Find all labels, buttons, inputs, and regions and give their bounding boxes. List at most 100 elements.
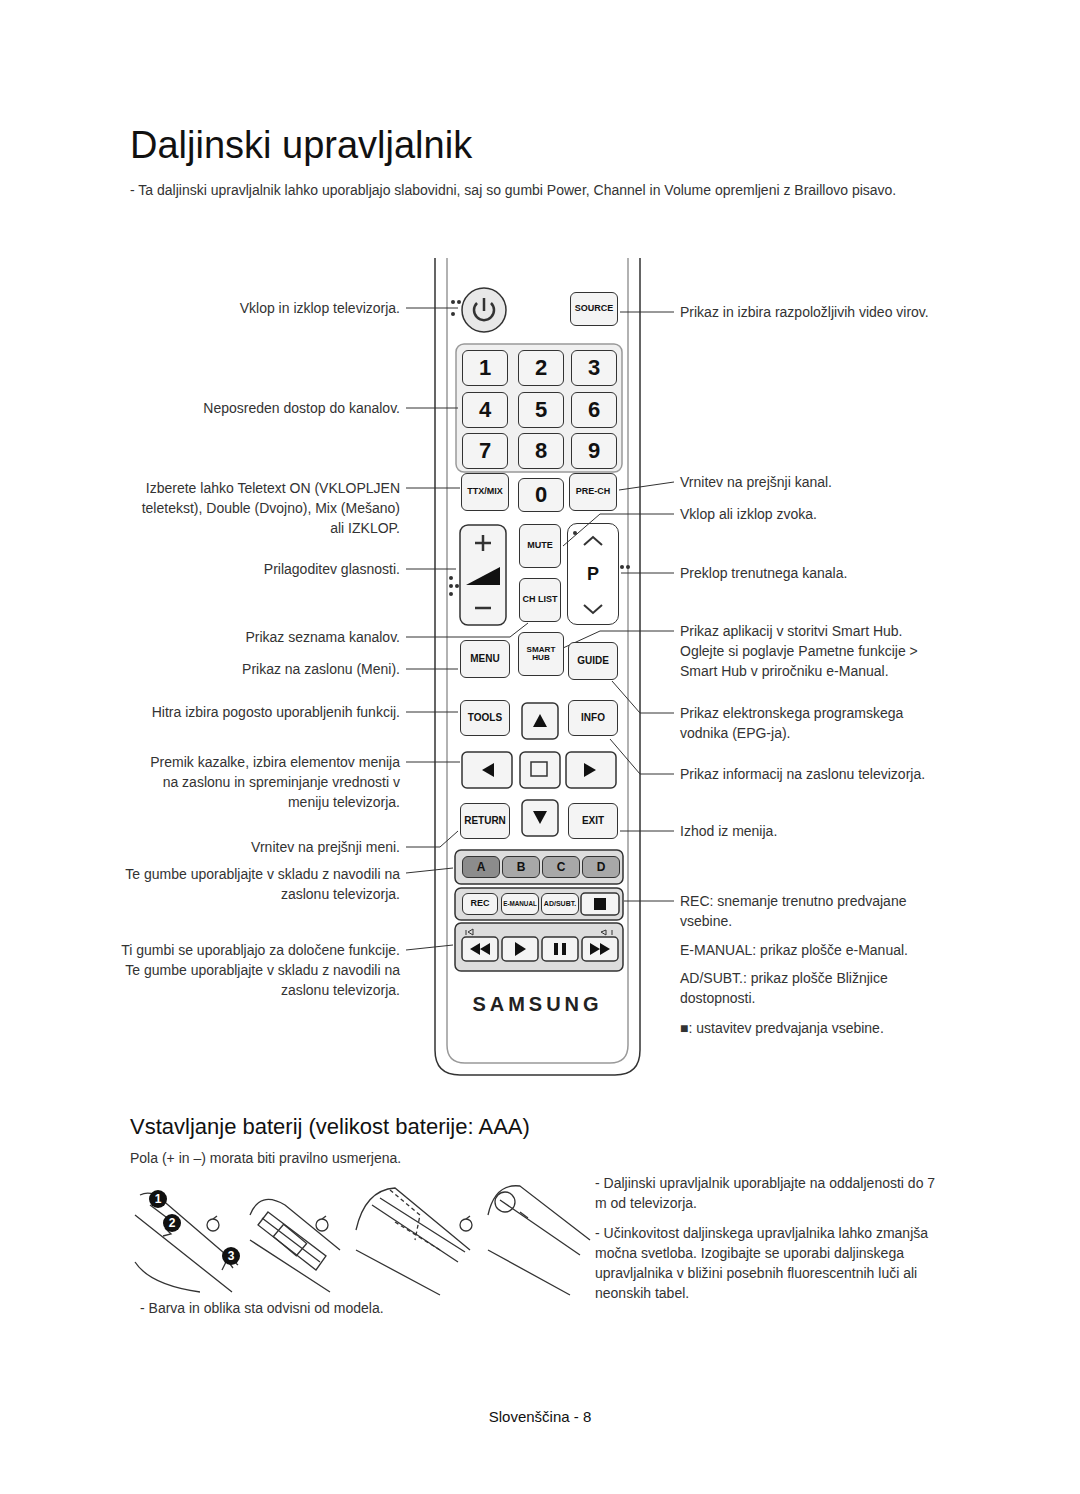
button-label: INFO (581, 713, 605, 724)
button-label: 1 (479, 356, 491, 379)
callout-text: AD/SUBT.: prikaz plošče Bližnjice dostop… (680, 968, 910, 1008)
button-label: AD/SUBT. (544, 900, 576, 907)
callout-text: Preklop trenutnega kanala. (680, 563, 960, 583)
remote-button: 7 (462, 433, 508, 469)
callout-number: 2 (163, 1214, 181, 1232)
callout-text: Te gumbe uporabljajte v skladu z navodil… (120, 864, 400, 904)
button-label: D (597, 861, 606, 874)
button-label: RETURN (464, 816, 506, 827)
button-label: E-MANUAL (503, 901, 537, 908)
button-label: MUTE (527, 541, 553, 550)
leader-lines (406, 308, 674, 950)
remote-button: AD/SUBT. (541, 893, 579, 915)
button-label: 6 (588, 398, 600, 421)
remote-button: 8 (518, 433, 564, 469)
button-label: P (587, 565, 599, 584)
remote-button: D (582, 856, 620, 878)
button-label: C (557, 861, 566, 874)
button-label: A (477, 861, 486, 874)
callout-text: Prikaz elektronskega programskega vodnik… (680, 703, 940, 743)
callout-text: Premik kazalke, izbira elementov menija … (135, 752, 400, 812)
battery-steps (135, 1186, 590, 1295)
remote-button: TOOLS (460, 700, 510, 736)
remote-button: GUIDE (568, 642, 618, 680)
page-title: Daljinski upravljalnik (130, 122, 472, 168)
remote-button: 5 (518, 392, 564, 428)
callout-text: Vklop in izklop televizorja. (135, 298, 400, 318)
remote-button: RETURN (460, 803, 510, 839)
callout-text: Hitra izbira pogosto uporabljenih funkci… (110, 702, 400, 722)
button-label: 4 (479, 398, 491, 421)
callout-text: Prikaz aplikacij v storitvi Smart Hub. O… (680, 621, 945, 681)
remote-button: PRE-CH (569, 473, 617, 511)
callout-text: REC: snemanje trenutno predvajane vsebin… (680, 891, 930, 931)
callout-text: Prikaz in izbira razpoložljivih video vi… (680, 302, 960, 322)
remote-button: EXIT (568, 803, 618, 839)
button-label: CH LIST (523, 595, 558, 604)
callout-text: Neposreden dostop do kanalov. (135, 398, 400, 418)
callout-text: Prilagoditev glasnosti. (135, 559, 400, 579)
callout-text: Prikaz informacij na zaslonu televizorja… (680, 764, 960, 784)
remote-control: SAMSUNG SOURCE 1 2 3 4 5 6 7 8 9TTX/MIX 0 PRE-CH MUTE… (435, 258, 640, 1075)
button-label: 8 (535, 439, 547, 462)
remote-button: A (462, 856, 500, 878)
callout-text: - Učinkovitost daljinskega upravljalnika… (595, 1223, 945, 1303)
button-label: PRE-CH (576, 487, 611, 496)
remote-button: MUTE (519, 524, 561, 568)
callout-text: ■: ustavitev predvajanja vsebine. (680, 1018, 960, 1038)
callout-text: Izhod iz menija. (680, 821, 960, 841)
callout-text: Prikaz na zaslonu (Meni). (135, 659, 400, 679)
callout-text: Slovenščina - 8 (440, 1407, 640, 1427)
button-label: 7 (479, 439, 491, 462)
remote-button: SOURCE (570, 292, 618, 326)
callout-text: - Daljinski upravljalnik uporabljajte na… (595, 1173, 945, 1213)
callout-number: 1 (149, 1190, 167, 1208)
button-label: SOURCE (575, 304, 614, 313)
callout-text: Vrnitev na prejšnji kanal. (680, 472, 960, 492)
remote-button: MENU (460, 640, 510, 678)
button-label: REC (470, 899, 489, 908)
button-label: 9 (588, 439, 600, 462)
callout-text: - Ta daljinski upravljalnik lahko uporab… (130, 180, 970, 200)
button-label: B (517, 861, 526, 874)
remote-button: C (542, 856, 580, 878)
callout-text: Pola (+ in –) morata biti pravilno usmer… (130, 1148, 580, 1168)
button-label: 0 (535, 483, 547, 506)
callout-text: Vstavljanje baterij (velikost baterije: … (130, 1113, 730, 1141)
remote-button: 0 (518, 478, 564, 512)
remote-button: 9 (571, 433, 617, 469)
remote-button: P (567, 523, 619, 625)
remote-button: 1 (462, 350, 508, 386)
button-label: 5 (535, 398, 547, 421)
remote-button: SMART HUB (518, 632, 564, 676)
remote-inner-edge (447, 258, 628, 1063)
button-label: MENU (470, 654, 499, 665)
button-label: TTX/MIX (467, 487, 503, 496)
remote-button: TTX/MIX (461, 473, 509, 511)
callout-text: Prikaz seznama kanalov. (135, 627, 400, 647)
callout-text: E-MANUAL: prikaz plošče e-Manual. (680, 940, 960, 960)
callout-number: 3 (222, 1247, 240, 1265)
remote-button: B (502, 856, 540, 878)
brand-name: SAMSUNG (435, 993, 640, 1016)
remote-body (435, 258, 640, 1075)
remote-button: REC (462, 893, 498, 915)
callout-text: - Barva in oblika sta odvisni od modela. (140, 1298, 540, 1318)
button-label: GUIDE (577, 656, 609, 667)
remote-button: 3 (571, 350, 617, 386)
remote-button: 2 (518, 350, 564, 386)
callout-text: Izberete lahko Teletext ON (VKLOPLJEN te… (135, 478, 400, 538)
button-label: 2 (535, 356, 547, 379)
remote-button: INFO (568, 700, 618, 736)
button-label: 3 (588, 356, 600, 379)
button-label: SMART HUB (519, 646, 563, 663)
remote-button: 6 (571, 392, 617, 428)
callout-text: Vrnitev na prejšnji meni. (135, 837, 400, 857)
callout-text: Vklop ali izklop zvoka. (680, 504, 960, 524)
remote-button: 4 (462, 392, 508, 428)
remote-button: E-MANUAL (501, 893, 539, 915)
remote-button: CH LIST (519, 578, 561, 622)
button-label: EXIT (582, 816, 604, 827)
button-label: TOOLS (468, 713, 502, 724)
